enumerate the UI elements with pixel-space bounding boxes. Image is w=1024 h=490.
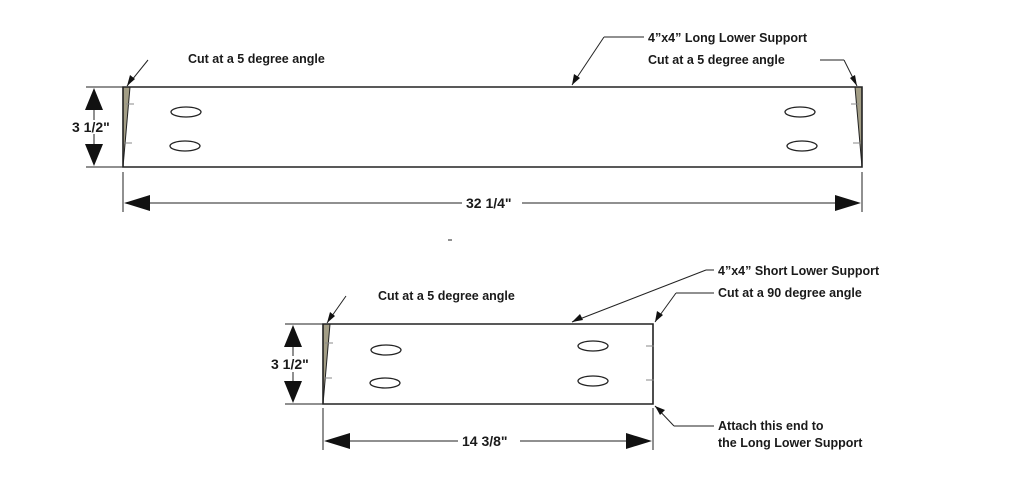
long-right-note-arrow xyxy=(850,75,857,86)
long-support-drawing xyxy=(85,36,863,212)
long-right-cut-line xyxy=(854,86,863,168)
short-hole xyxy=(577,340,609,352)
long-left-cut-line xyxy=(122,86,131,168)
short-length-arrow-right xyxy=(626,433,652,449)
long-support-board xyxy=(122,86,863,168)
long-hole xyxy=(784,106,816,118)
long-hole xyxy=(786,140,818,152)
long-left-cut-note: Cut at a 5 degree angle xyxy=(188,52,325,66)
long-support-title: 4”x4” Long Lower Support xyxy=(648,31,808,45)
short-length-arrow-left xyxy=(324,433,350,449)
long-left-note-arrow xyxy=(127,75,135,86)
short-height-arrow-top xyxy=(284,325,302,347)
long-title-arrow xyxy=(572,74,580,85)
short-support-title: 4”x4” Short Lower Support xyxy=(718,264,880,278)
long-right-cut-note: Cut at a 5 degree angle xyxy=(648,53,785,67)
short-hole xyxy=(369,377,401,389)
short-hole xyxy=(370,344,402,356)
short-attach-arrow xyxy=(655,406,665,415)
short-title-arrow xyxy=(572,314,583,322)
short-title-leader xyxy=(571,269,707,323)
short-right-cut-note: Cut at a 90 degree angle xyxy=(718,286,862,300)
short-support-board xyxy=(322,323,654,405)
long-hole xyxy=(169,140,201,152)
short-left-note-arrow xyxy=(327,312,335,323)
short-height-label: 3 1/2" xyxy=(271,356,309,372)
short-left-cut-line xyxy=(322,323,331,405)
short-support-drawing xyxy=(284,269,714,450)
short-left-cut-note: Cut at a 5 degree angle xyxy=(378,289,515,303)
short-hole xyxy=(577,375,609,387)
short-height-arrow-bottom xyxy=(284,381,302,403)
long-hole xyxy=(170,106,202,118)
long-height-label: 3 1/2" xyxy=(72,119,110,135)
short-right-note-arrow xyxy=(655,311,663,322)
long-length-label: 32 1/4" xyxy=(466,195,512,211)
short-attach-note-line1: Attach this end to xyxy=(718,419,824,433)
long-height-arrow-top xyxy=(85,88,103,110)
short-length-label: 14 3/8" xyxy=(462,433,508,449)
long-height-arrow-bottom xyxy=(85,144,103,166)
short-attach-note-line2: the Long Lower Support xyxy=(718,436,863,450)
long-length-arrow-right xyxy=(835,195,861,211)
long-length-arrow-left xyxy=(124,195,150,211)
